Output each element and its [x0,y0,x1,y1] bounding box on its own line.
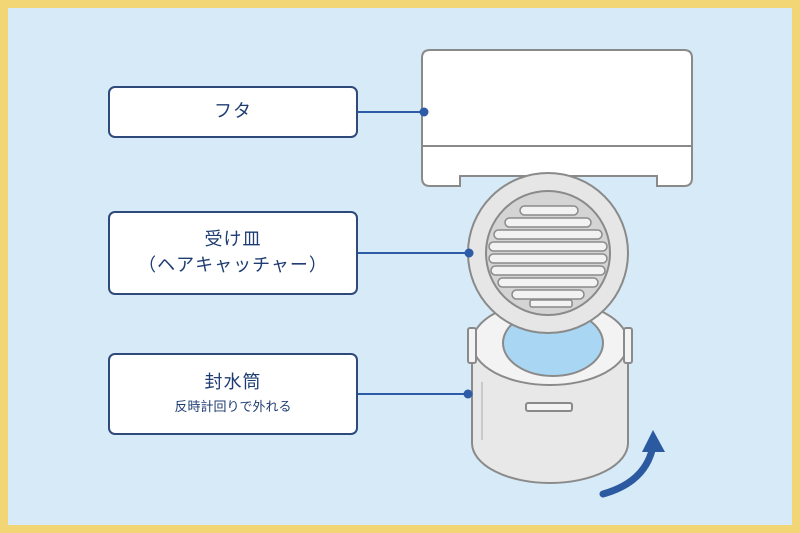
trap-label: 封水筒 [204,372,262,393]
hair-catcher-illustration [467,172,629,334]
lid-illustration [421,49,693,187]
lid-label: フタ [214,101,252,122]
lid-label-box: フタ [108,86,358,138]
lid-leader-dot [419,107,429,117]
tray-leader-dot [464,248,474,258]
trap-leader-dot [463,389,473,399]
counterclockwise-arrow-icon [599,430,665,498]
trap-removal-note: 反時計回りで外れる [174,400,292,415]
trap-label-box: 封水筒 反時計回りで外れる [108,353,358,435]
tray-label-box: 受け皿 （ヘアキャッチャー） [108,211,358,295]
tray-sublabel: （ヘアキャッチャー） [138,255,328,276]
leader-lines [358,107,474,399]
tray-label: 受け皿 [204,229,262,250]
